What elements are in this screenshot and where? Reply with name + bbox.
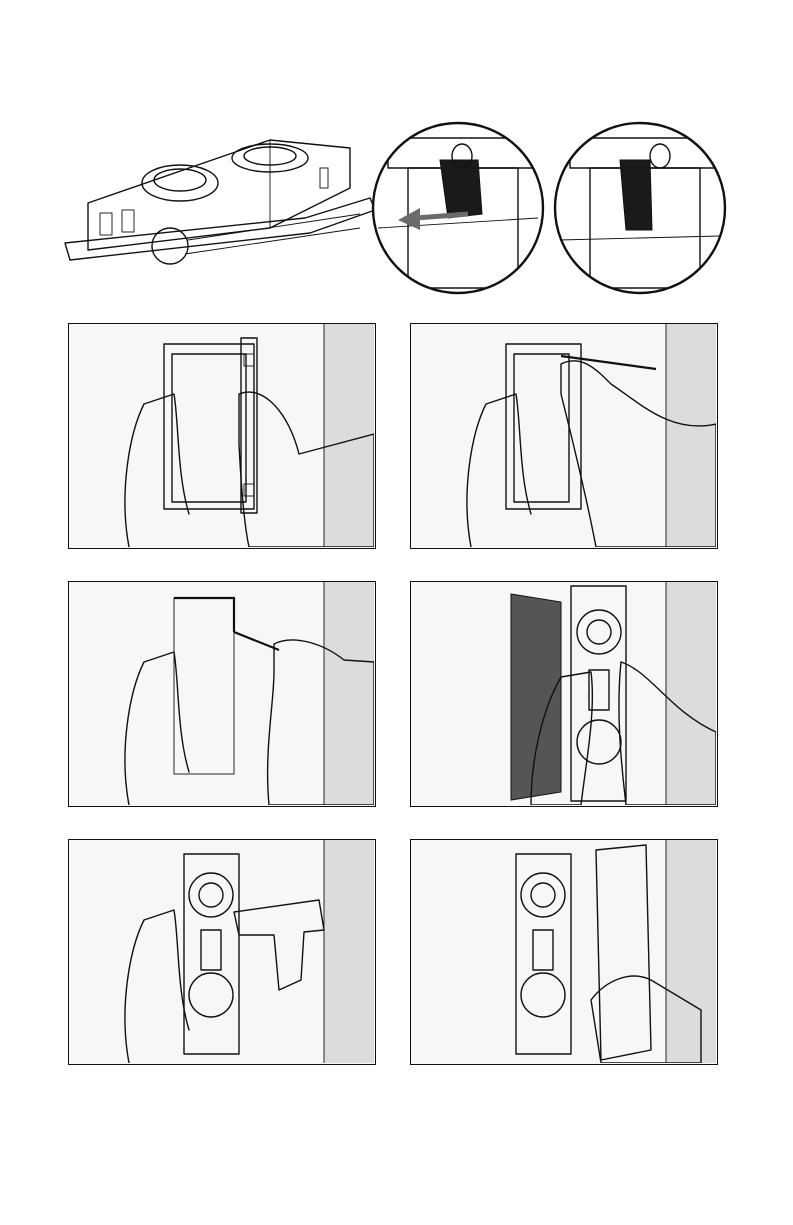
detail-clamp-rotate xyxy=(368,118,548,298)
drill xyxy=(234,900,324,990)
step-panel-cut xyxy=(68,581,376,807)
step-panel-insert xyxy=(410,581,718,807)
step-panel-drill xyxy=(68,839,376,1065)
step-panel-grille xyxy=(410,839,718,1065)
detail-callout-circle xyxy=(152,228,188,264)
speaker-frame-illustration xyxy=(60,118,380,298)
step-panel-trace xyxy=(410,323,718,549)
speaker-overview-figure xyxy=(60,118,380,298)
step-panel-level xyxy=(68,323,376,549)
left-hand xyxy=(125,910,189,1063)
saw-blade xyxy=(234,632,279,650)
pencil xyxy=(561,356,656,369)
detail-clamp-locked xyxy=(550,118,730,298)
left-hand xyxy=(125,652,189,805)
grille xyxy=(596,845,651,1060)
left-hand xyxy=(125,394,189,547)
clamp-arm xyxy=(620,160,652,230)
clamp-arm xyxy=(440,160,482,218)
speaker-frame xyxy=(571,586,626,801)
left-hand xyxy=(467,394,531,547)
